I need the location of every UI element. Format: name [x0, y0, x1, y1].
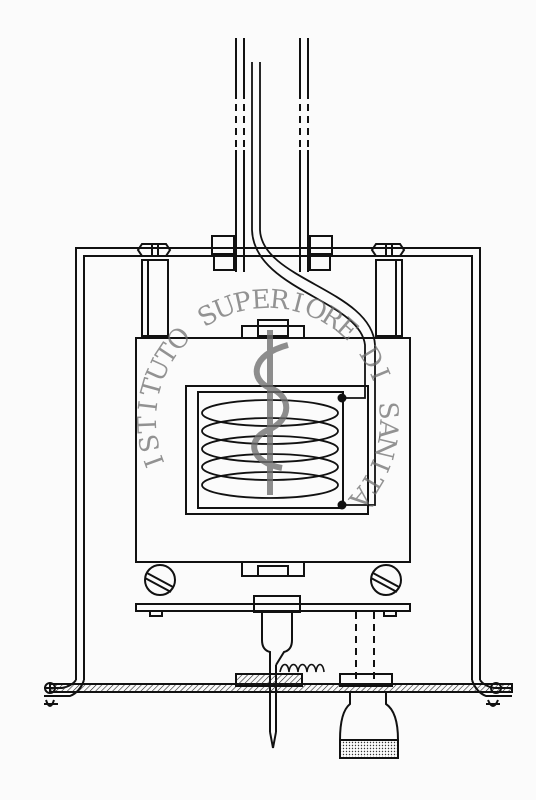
spacer-block-right [375, 259, 403, 337]
tube-nut-right-lower [309, 255, 331, 271]
tube-nut-left [211, 235, 235, 255]
small-spring [279, 663, 325, 673]
watermark-letter: P [231, 286, 254, 319]
watermark-letter: T [133, 415, 164, 434]
spacer-block-left [141, 259, 169, 337]
wing-nut-right [486, 682, 502, 707]
watermark-letter: R [268, 285, 292, 317]
knob-screw-left [144, 564, 176, 596]
plunger-guide [355, 612, 375, 684]
needle-holder [253, 595, 301, 749]
knob-screw-right [370, 564, 402, 596]
bracket-nut-left [136, 243, 172, 257]
watermark-letter: S [134, 432, 167, 455]
base-plate [49, 673, 513, 693]
lead-wires [251, 62, 376, 506]
wing-nut-left [44, 682, 58, 707]
lower-plate [135, 603, 411, 612]
tube-nut-left-lower [213, 255, 235, 271]
pad-stamp [338, 692, 400, 759]
housing-bottom-nut [241, 561, 305, 577]
top-tube-right [299, 38, 309, 272]
bracket-nut-right [370, 243, 406, 257]
watermark-letter: E [251, 285, 272, 316]
coil-frame [185, 385, 369, 515]
watermark-letter: I [133, 399, 164, 413]
tube-nut-right [309, 235, 333, 255]
watermark-letter: A [372, 418, 404, 441]
coil-terminal-top [337, 393, 347, 403]
watermark-letter: S [372, 401, 403, 421]
rod-with-serpent-icon [251, 330, 290, 495]
coil-terminal-bottom [337, 500, 347, 510]
watermark-emblem [251, 330, 290, 495]
top-tube-left [235, 38, 245, 272]
